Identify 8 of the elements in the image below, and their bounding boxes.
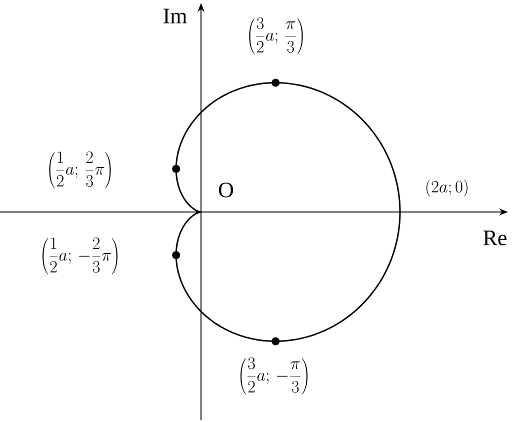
axis-label: O [218, 182, 234, 198]
point-label: $\left(\frac{3}{2}a;\,\frac{\pi}{3}\right)$ [249, 17, 303, 54]
point-label: $\left(\frac{1}{2}a;\,\frac{2}{3}\pi\right)$ [49, 151, 111, 188]
axis-label: Im [164, 8, 187, 24]
point-label: $\left(\frac{1}{2}a;\,-\frac{2}{3}\pi\right)$ [42, 237, 118, 274]
axis-label: Re [483, 230, 506, 246]
point-label: $(2a;0)$ [426, 179, 468, 197]
point-label: $\left(\frac{3}{2}a;\,-\frac{\pi}{3}\right)$ [240, 357, 308, 394]
